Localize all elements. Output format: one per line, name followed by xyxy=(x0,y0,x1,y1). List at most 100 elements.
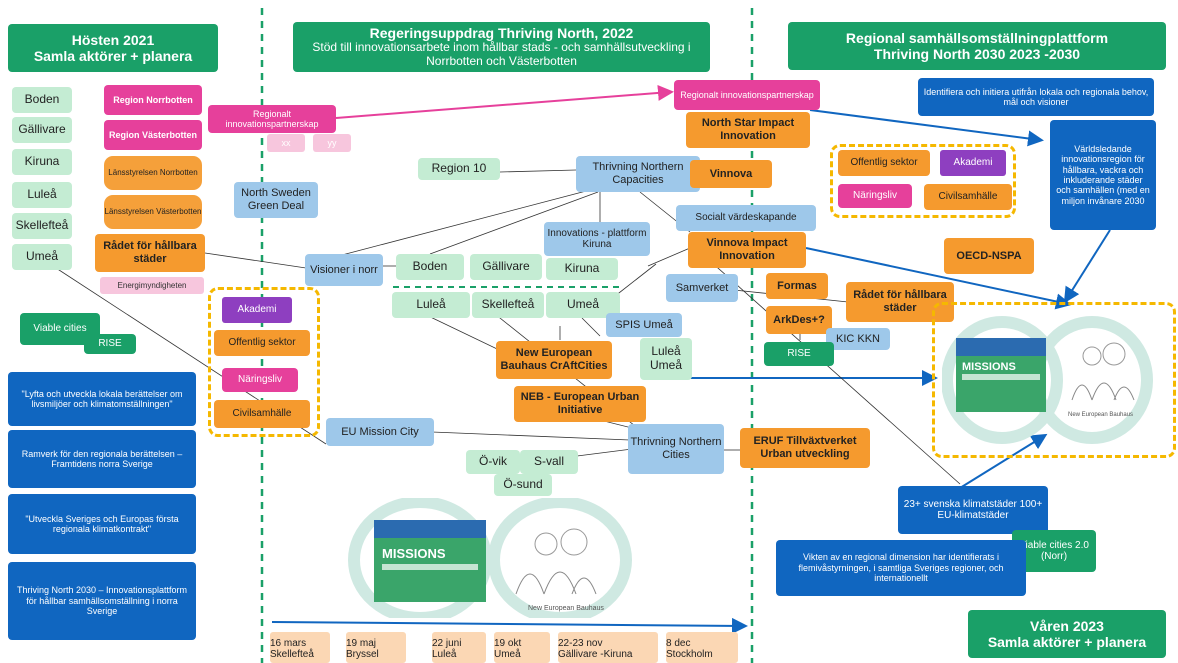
center-boden: Boden xyxy=(396,254,464,280)
radet-hallbara-stader-2: Rådet för hållbara städer xyxy=(846,282,954,322)
stakeholder-akademi-right: Akademi xyxy=(940,150,1006,176)
stakeholder-naringsliv-left: Näringsliv xyxy=(222,368,298,392)
note-thriving-north: Thriving North 2030 – Innovationsplattfo… xyxy=(8,562,196,640)
lulea-umea: Luleå Umeå xyxy=(640,338,692,380)
timeline-item-1: 16 mars Skellefteå xyxy=(270,632,330,663)
municipality-umea: Umeå xyxy=(12,244,72,270)
timeline-date: 8 dec xyxy=(666,637,691,649)
spis-umea: SPIS Umeå xyxy=(606,313,682,337)
identify-note: Identifiera och initiera utifrån lokala … xyxy=(918,78,1154,116)
note-ramverk: Ramverk för den regionala berättelsen – … xyxy=(8,430,196,488)
timeline-place: Skellefteå xyxy=(270,649,314,660)
municipality-skelleftea: Skellefteå xyxy=(12,213,72,239)
region-10: Region 10 xyxy=(418,158,500,180)
timeline-place: Umeå xyxy=(494,649,521,660)
formas: Formas xyxy=(766,273,828,299)
stakeholder-akademi-left: Akademi xyxy=(222,297,292,323)
region-vasterbotten: Region Västerbotten xyxy=(104,120,202,150)
lansstyrelsen-vasterbotten: Länsstyrelsen Västerbotten xyxy=(104,195,202,229)
tag-xx: xx xyxy=(267,134,305,152)
timeline-item-6: 8 dec Stockholm xyxy=(666,632,738,663)
note-lyfta: "Lyfta och utveckla lokala berättelser o… xyxy=(8,372,196,426)
stakeholder-offentlig-right: Offentlig sektor xyxy=(838,150,930,176)
city-svall: S-vall xyxy=(520,450,578,474)
arkdes: ArkDes+? xyxy=(766,306,832,334)
neb-european-urban-initiative: NEB - European Urban Initiative xyxy=(514,386,646,422)
stakeholder-naringsliv-right: Näringsliv xyxy=(838,184,912,208)
mission-box-right xyxy=(932,302,1176,458)
header-br-line2: Samla aktörer + planera xyxy=(987,634,1147,650)
header-spring-2023: Våren 2023 Samla aktörer + planera xyxy=(968,610,1166,658)
header-autumn-2021: Hösten 2021 Samla aktörer + planera xyxy=(8,24,218,72)
city-ovik: Ö-vik xyxy=(466,450,520,474)
center-skelleftea: Skellefteå xyxy=(472,292,544,318)
mission-text-right: MISSIONS xyxy=(962,361,1016,373)
thrivning-northern-cities: Thrivning Northern Cities xyxy=(628,424,724,474)
timeline-date: 22 juni xyxy=(432,637,462,649)
samverket: Samverket xyxy=(666,274,738,302)
vikten-note: Vikten av en regional dimension har iden… xyxy=(776,540,1026,596)
timeline-item-4: 19 okt Umeå xyxy=(494,632,550,663)
header-center-title: Regeringsuppdrag Thriving North, 2022 xyxy=(369,25,634,42)
tag-yy: yy xyxy=(313,134,351,152)
header-regional-platform: Regional samhällsomställningplattform Th… xyxy=(788,22,1166,70)
viable-cities-2: Viable cities 2.0 (Norr) xyxy=(1012,530,1096,572)
stakeholder-civil-left: Civilsamhälle xyxy=(214,400,310,428)
center-lulea: Luleå xyxy=(392,292,470,318)
stakeholder-box-left xyxy=(208,287,320,437)
municipality-kiruna: Kiruna xyxy=(12,149,72,175)
energimyndigheten: Energimyndigheten xyxy=(100,277,204,294)
timeline-date: 19 maj xyxy=(346,637,377,649)
header-center-subtitle: Stöd till innovationsarbete inom hållbar… xyxy=(312,40,691,69)
stakeholder-box-right xyxy=(830,144,1016,218)
rip-right: Regionalt innovationspartnerskap xyxy=(674,80,820,110)
timeline-place: Stockholm xyxy=(666,649,713,660)
north-star-impact-innovation: North Star Impact Innovation xyxy=(686,112,810,148)
header-left-line1: Hösten 2021 xyxy=(71,31,155,48)
rise-right: RISE xyxy=(764,342,834,366)
bauhaus-text-center: New European Bauhaus xyxy=(528,605,604,612)
header-br-line1: Våren 2023 xyxy=(1030,617,1104,634)
thrivning-northern-capacities: Thrivning Northern Capacities xyxy=(576,156,700,192)
viable-cities: Viable cities xyxy=(20,313,100,345)
lansstyrelsen-norrbotten: Länsstyrelsen Norrbotten xyxy=(104,156,202,190)
radet-hallbara-stader: Rådet för hållbara städer xyxy=(95,234,205,272)
region-norrbotten: Region Norrbotten xyxy=(104,85,202,115)
oecd-nspa: OECD-NSPA xyxy=(944,238,1034,274)
eu-mission-city: EU Mission City xyxy=(326,418,434,446)
vinnova: Vinnova xyxy=(690,160,772,188)
header-right-line1: Regional samhällsomställningplattform xyxy=(845,29,1109,46)
mission-image-right: MISSIONS New European Bauhaus xyxy=(942,316,1153,444)
mission-image-center: MISSIONS New European Bauhaus xyxy=(348,498,632,618)
klimatstader-note: 23+ svenska klimatstäder 100+ EU-klimats… xyxy=(898,486,1048,534)
header-government-assignment: Regeringsuppdrag Thriving North, 2022 St… xyxy=(293,22,710,72)
mission-text-center: MISSIONS xyxy=(382,546,446,561)
eruf-tillvaxtverket: ERUF Tillväxtverket Urban utveckling xyxy=(740,428,870,468)
center-kiruna: Kiruna xyxy=(546,258,618,280)
note-klimatkontrakt: "Utveckla Sveriges och Europas första re… xyxy=(8,494,196,554)
city-osund: Ö-sund xyxy=(494,474,552,496)
timeline-item-2: 19 maj Bryssel xyxy=(346,632,406,663)
stakeholder-offentlig-left: Offentlig sektor xyxy=(214,330,310,356)
header-left-line2: Samla aktörer + planera xyxy=(33,48,193,64)
north-sweden-green-deal: North Sweden Green Deal xyxy=(234,182,318,218)
timeline-place: Bryssel xyxy=(346,649,379,660)
municipality-gallivare: Gällivare xyxy=(12,117,72,143)
world-leading-note: Världsledande innovationsregion för håll… xyxy=(1050,120,1156,230)
kic-kkn: KIC KKN xyxy=(826,328,890,350)
stakeholder-civil-right: Civilsamhälle xyxy=(924,184,1012,210)
center-gallivare: Gällivare xyxy=(470,254,542,280)
timeline-place: Gällivare -Kiruna xyxy=(558,649,633,660)
rise-left: RISE xyxy=(84,334,136,354)
municipality-lulea: Luleå xyxy=(12,182,72,208)
timeline-date: 22-23 nov xyxy=(558,637,603,649)
vinnova-impact-innovation: Vinnova Impact Innovation xyxy=(688,232,806,268)
socialt-vardeskapande: Socialt värdeskapande xyxy=(676,205,816,231)
new-european-bauhaus-craftcities: New European Bauhaus CrAftCities xyxy=(496,341,612,379)
visioner-i-norr: Visioner i norr xyxy=(305,254,383,286)
rip-left: Regionalt innovationspartnerskap xyxy=(208,105,336,133)
timeline-item-5: 22-23 nov Gällivare -Kiruna xyxy=(558,632,658,663)
timeline-date: 19 okt xyxy=(494,637,522,649)
timeline-item-3: 22 juni Luleå xyxy=(432,632,486,663)
municipality-boden: Boden xyxy=(12,87,72,113)
